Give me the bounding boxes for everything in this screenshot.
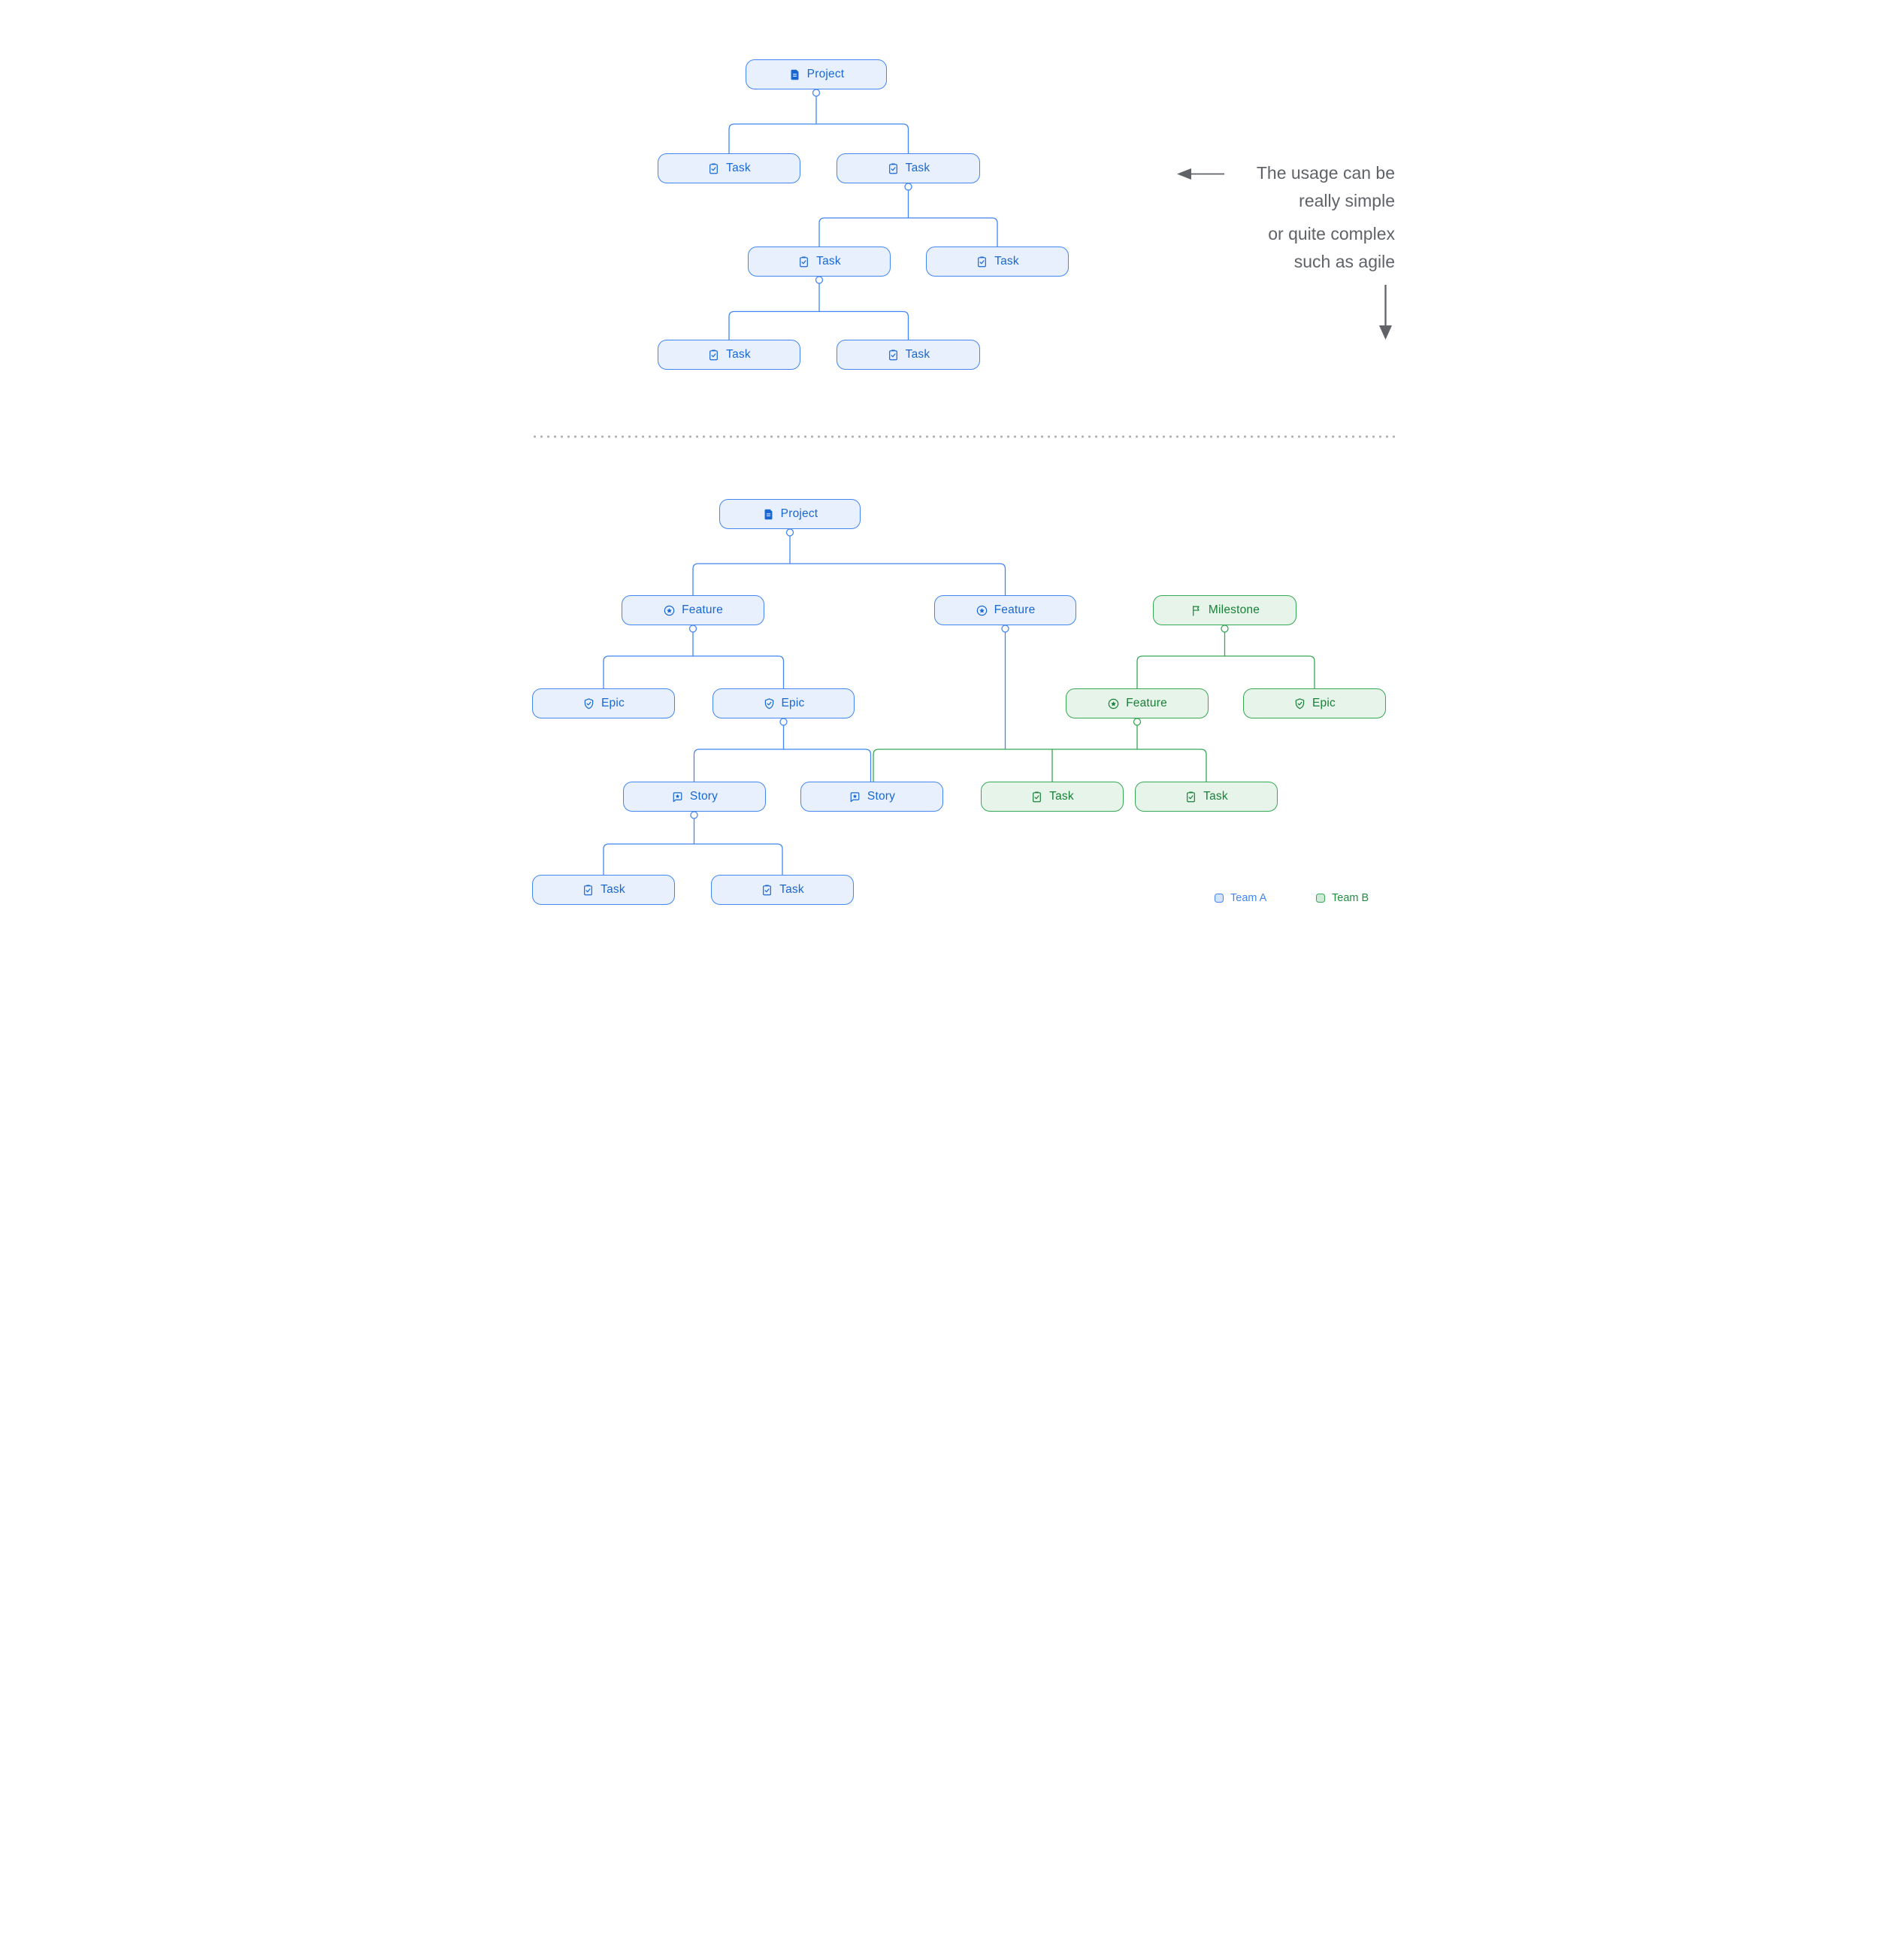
node-label: Task: [779, 883, 804, 896]
node-label: Task: [726, 348, 751, 361]
legend-team-b: Team B: [1316, 892, 1369, 904]
node-label: Story: [689, 790, 719, 803]
edge: [728, 123, 909, 153]
node-task: Task: [837, 340, 980, 370]
star-circle-icon: [1108, 698, 1119, 709]
edge: [818, 217, 998, 247]
annotation-line: such as agile: [1293, 252, 1395, 271]
node-label: Task: [1049, 790, 1074, 803]
node-label: Feature: [994, 603, 1036, 616]
task-check-icon: [800, 256, 809, 267]
node-epic: Epic: [1243, 688, 1386, 718]
node-feature: Feature: [1066, 688, 1209, 718]
edge: [873, 749, 1207, 782]
node-label: Task: [994, 255, 1019, 268]
node-label: Epic: [601, 697, 625, 709]
node-task: Task: [711, 875, 854, 905]
annotation-complex: or quite complex such as agile: [1268, 220, 1395, 276]
left-arrow-head: [1177, 168, 1191, 180]
task-check-icon: [763, 884, 772, 895]
node-project-simple: Project: [746, 59, 887, 89]
node-label: Milestone: [1208, 603, 1260, 616]
node-task: Task: [748, 247, 891, 277]
edge: [693, 749, 872, 782]
node-label: Epic: [781, 697, 805, 709]
edge: [1136, 655, 1315, 688]
task-check-icon: [888, 162, 897, 174]
team-b-swatch: [1316, 894, 1325, 903]
star-circle-icon: [664, 605, 675, 616]
task-check-icon: [584, 884, 593, 895]
node-label: Project: [806, 68, 845, 80]
node-label: Task: [905, 162, 930, 174]
node-epic: Epic: [532, 688, 675, 718]
node-task: Task: [658, 153, 800, 183]
bubble-star-icon: [850, 791, 860, 802]
node-label: Story: [867, 790, 896, 803]
node-label: Feature: [1126, 697, 1167, 709]
annotation-simple: The usage can be really simple: [1257, 159, 1395, 215]
node-story: Story: [623, 782, 766, 812]
document-icon: [764, 509, 773, 519]
node-feature: Feature: [622, 595, 764, 625]
shield-check-icon: [1295, 697, 1305, 709]
legend-label: Team A: [1230, 892, 1267, 904]
shield-check-icon: [764, 697, 773, 709]
node-label: Project: [780, 507, 818, 520]
edge: [603, 655, 785, 688]
node-task: Task: [926, 247, 1069, 277]
diagram-canvas: Project Task Task Task Task Task Task Pr…: [476, 0, 1427, 980]
node-label: Feature: [682, 603, 723, 616]
task-check-icon: [978, 256, 987, 267]
dotted-divider: [531, 435, 1398, 438]
node-task: Task: [981, 782, 1124, 812]
node-milestone: Milestone: [1153, 595, 1296, 625]
node-task: Task: [837, 153, 980, 183]
node-task: Task: [658, 340, 800, 370]
edge: [692, 563, 1006, 595]
node-feature: Feature: [934, 595, 1076, 625]
bubble-star-icon: [673, 791, 682, 802]
down-arrow-head: [1379, 325, 1392, 340]
legend-team-a: Team A: [1215, 892, 1266, 904]
task-check-icon: [709, 349, 719, 360]
team-a-connectors: [603, 89, 1009, 875]
node-label: Task: [905, 348, 930, 361]
task-check-icon: [709, 162, 719, 174]
task-check-icon: [1187, 791, 1196, 802]
connector-layer: [603, 89, 1392, 875]
annotation-line: or quite complex: [1268, 224, 1395, 243]
annotation-line: really simple: [1299, 191, 1395, 210]
node-project-complex: Project: [719, 499, 861, 529]
star-circle-icon: [976, 605, 987, 616]
node-label: Task: [726, 162, 751, 174]
edge: [728, 310, 909, 340]
annotation-line: The usage can be: [1256, 163, 1395, 183]
node-label: Task: [601, 883, 625, 896]
node-label: Task: [816, 255, 841, 268]
node-epic: Epic: [712, 688, 855, 718]
node-task: Task: [532, 875, 675, 905]
node-story: Story: [800, 782, 943, 812]
task-check-icon: [888, 349, 897, 360]
node-label: Task: [1203, 790, 1228, 803]
flag-icon: [1193, 605, 1200, 616]
node-task: Task: [1135, 782, 1278, 812]
node-label: Epic: [1312, 697, 1336, 709]
shield-check-icon: [584, 697, 594, 709]
task-check-icon: [1033, 791, 1042, 802]
edge: [603, 843, 783, 875]
team-a-swatch: [1215, 894, 1224, 903]
document-icon: [791, 69, 799, 80]
legend-label: Team B: [1332, 892, 1369, 904]
